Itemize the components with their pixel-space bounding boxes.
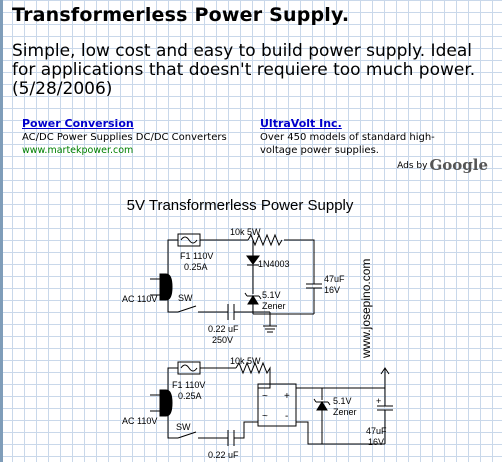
resistor-symbol bbox=[235, 361, 271, 389]
bridge-plus: + bbox=[284, 391, 290, 402]
resistor-label: 10k 5W bbox=[230, 356, 261, 366]
plug-label: AC 110V bbox=[122, 294, 157, 304]
ad-text: Over 450 models of standard high-voltage… bbox=[260, 132, 435, 156]
output-capacitor: + bbox=[376, 388, 393, 444]
fuse-rating: 0.25A bbox=[184, 262, 208, 272]
cap-in-value: 0.22 uF bbox=[208, 324, 239, 334]
zener-label-2: Zener bbox=[262, 301, 286, 311]
ads-by-label: Ads by bbox=[397, 161, 428, 171]
circuit-2: ~ + ~ - + 10k 5W F1 110V 0. bbox=[122, 356, 393, 460]
window-frame bbox=[0, 0, 3, 462]
ad-text: AC/DC Power Supplies DC/DC Converters bbox=[22, 132, 227, 143]
bridge-rectifier: ~ + ~ - bbox=[257, 383, 297, 427]
intro-text: Simple, low cost and easy to build power… bbox=[12, 41, 476, 99]
ad-link-power-conversion[interactable]: Power Conversion bbox=[22, 117, 134, 130]
cap-out-voltage: 16V bbox=[368, 437, 384, 447]
ad-url[interactable]: www.martekpower.com bbox=[22, 145, 134, 156]
zener-label: 5.1V bbox=[333, 396, 352, 406]
cap-out-voltage: 16V bbox=[324, 285, 340, 295]
fuse-symbol bbox=[177, 361, 201, 375]
watermark: www.josepino.com bbox=[359, 259, 373, 359]
diode-label: 1N4003 bbox=[258, 259, 290, 269]
fuse-rating: 0.25A bbox=[178, 391, 202, 401]
ads-block: Power Conversion AC/DC Power Supplies DC… bbox=[22, 117, 492, 177]
wire bbox=[167, 295, 178, 313]
ad-item: Power Conversion AC/DC Power Supplies DC… bbox=[22, 117, 258, 157]
bridge-ac-2: ~ bbox=[262, 411, 268, 422]
cap-in-voltage: 250V bbox=[212, 335, 233, 345]
wire bbox=[198, 421, 258, 439]
input-capacitor bbox=[227, 430, 235, 446]
schematic-diagram: 5V Transformerless Power Supply www.jose… bbox=[122, 197, 393, 460]
schematic-title: 5V Transformerless Power Supply bbox=[127, 197, 354, 214]
output-capacitor bbox=[306, 283, 322, 314]
plug-icon bbox=[150, 273, 173, 301]
ad-item: UltraVolt Inc. Over 450 models of standa… bbox=[260, 117, 470, 157]
cap-out-value: 47uF bbox=[366, 426, 387, 436]
google-logo: Google bbox=[429, 156, 488, 174]
wire bbox=[167, 367, 236, 395]
wire bbox=[167, 239, 315, 284]
ad-link-ultravolt[interactable]: UltraVolt Inc. bbox=[260, 117, 342, 130]
bridge-ac-1: ~ bbox=[262, 391, 268, 402]
switch-label: SW bbox=[176, 422, 191, 432]
zener-symbol bbox=[244, 288, 262, 314]
resistor-label: 10k 5W bbox=[230, 227, 261, 237]
fuse-symbol bbox=[177, 233, 201, 247]
switch-symbol bbox=[177, 305, 197, 313]
plug-label: AC 110V bbox=[122, 416, 157, 426]
bridge-minus: - bbox=[285, 411, 288, 422]
output-arrow bbox=[380, 367, 390, 388]
switch-symbol bbox=[177, 431, 197, 439]
cap-out-value: 47uF bbox=[324, 274, 345, 284]
circuit-1: 10k 5W F1 110V 0.25A 1N4003 AC 110V 5.1V… bbox=[122, 227, 345, 345]
page-title: Transformerless Power Supply. bbox=[12, 4, 350, 26]
fuse-label: F1 110V bbox=[172, 380, 205, 390]
zener-label: 5.1V bbox=[262, 290, 281, 300]
wire bbox=[296, 387, 385, 445]
plug-icon bbox=[150, 389, 173, 417]
diode-symbol bbox=[246, 240, 260, 288]
cap-out-plus: + bbox=[376, 396, 381, 406]
wire bbox=[167, 411, 178, 439]
zener-symbol bbox=[313, 388, 331, 444]
cap-in-value: 0.22 uF bbox=[208, 450, 239, 460]
switch-label: SW bbox=[178, 293, 193, 303]
zener-label-2: Zener bbox=[333, 407, 357, 417]
fuse-label: F1 110V bbox=[180, 251, 213, 261]
ground-symbol bbox=[263, 312, 277, 333]
input-capacitor bbox=[227, 304, 235, 320]
